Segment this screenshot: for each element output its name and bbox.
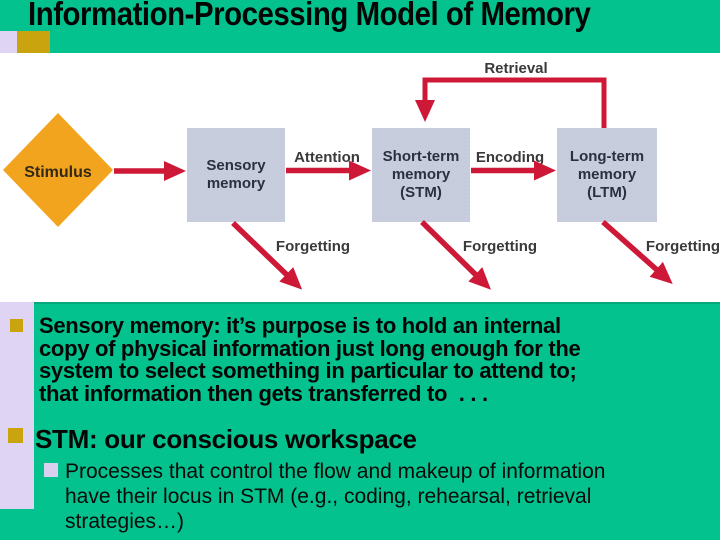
bullet-line: system to select something in particular…	[39, 358, 577, 383]
lavender-side-strip	[0, 302, 34, 509]
stimulus-label: Stimulus	[24, 164, 92, 181]
forgetting-arrow-sensory	[231, 221, 303, 290]
bullet-stm-workspace: STM: our conscious workspace	[35, 424, 417, 454]
ltm-box: Long-term memory (LTM)	[557, 128, 657, 222]
text-panel	[0, 302, 720, 540]
bullet-line: copy of physical information just long e…	[39, 335, 581, 361]
encoding-label: Encoding	[476, 149, 544, 166]
forgetting-label-ltm: Forgetting	[646, 238, 720, 255]
forgetting-label-stm: Forgetting	[463, 238, 537, 255]
subbullet-line: Processes that control the flow and make…	[65, 460, 606, 483]
bullet-marker-sensory	[10, 319, 23, 332]
subbullet-marker	[44, 463, 58, 477]
bullet-sensory-memory: Sensory memory: it’s purpose is to hold …	[39, 313, 581, 406]
bullet-line: that information then gets transferred t…	[39, 380, 488, 406]
forgetting-arrow-ltm	[601, 219, 673, 284]
lavender-decor-square	[0, 31, 17, 53]
svg-text:memory: memory	[207, 175, 266, 192]
svg-text:memory: memory	[578, 166, 637, 183]
retrieval-label: Retrieval	[484, 60, 547, 77]
forgetting-label-sensory: Forgetting	[276, 238, 350, 255]
bullet-marker-stm	[8, 428, 23, 443]
stimulus-diamond	[3, 113, 113, 227]
subbullet-line: have their locus in STM (e.g., coding, r…	[65, 485, 592, 508]
svg-text:(STM): (STM)	[400, 184, 442, 201]
forgetting-arrow-stm	[420, 220, 491, 290]
subbullet-line: strategies…)	[65, 510, 185, 533]
bullet-line: Sensory memory: it’s purpose is to hold …	[39, 313, 561, 338]
sensory-memory-box: Sensory memory	[187, 128, 285, 222]
stm-box: Short-term memory (STM)	[372, 128, 470, 222]
subbullet-processes: Processes that control the flow and make…	[65, 459, 605, 534]
page-title: Information-Processing Model of Memory	[28, 0, 591, 32]
svg-text:memory: memory	[392, 166, 451, 183]
attention-label: Attention	[294, 149, 360, 166]
gold-decor-square	[17, 31, 50, 53]
memory-flow-diagram: Retrieval Stimulus Sensory memory Attent…	[3, 60, 720, 290]
retrieval-arrow	[415, 77, 607, 129]
title-bar: Information-Processing Model of Memory	[0, 0, 720, 53]
svg-text:(LTM): (LTM)	[587, 184, 627, 201]
svg-text:Sensory: Sensory	[206, 157, 266, 174]
svg-text:Short-term: Short-term	[383, 148, 460, 165]
svg-text:Long-term: Long-term	[570, 148, 644, 165]
